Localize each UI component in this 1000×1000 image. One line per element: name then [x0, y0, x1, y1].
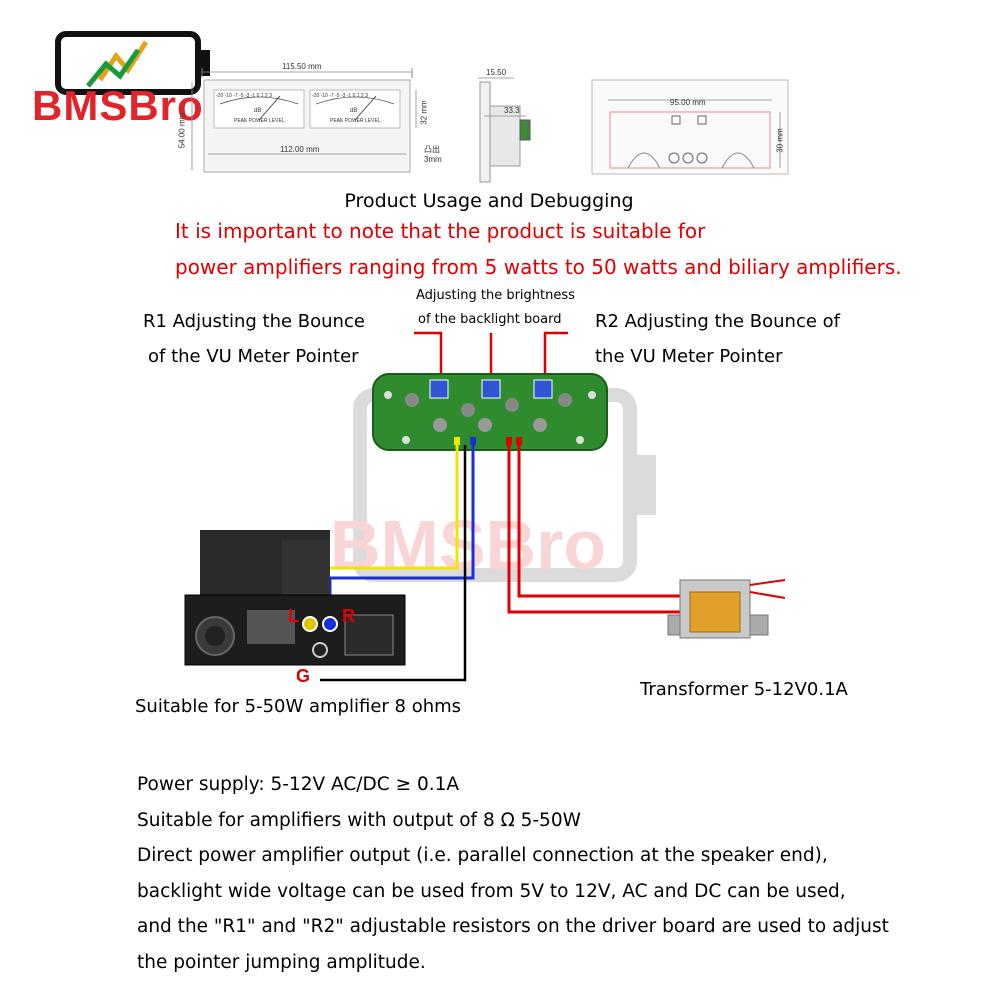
spec-line: Suitable for amplifiers with output of 8…: [137, 809, 581, 831]
side-depth-top: 15.50: [486, 68, 507, 77]
logo-text: BMSBro: [32, 82, 204, 129]
r2-label-line-1: R2 Adjusting the Bounce of: [595, 311, 840, 332]
meter-caption-left: PEAK POWER LEVEL: [234, 118, 285, 124]
meter-unit-right: dB: [350, 108, 358, 114]
spec-line: the pointer jumping amplitude.: [137, 951, 426, 973]
r1-label-line-2: of the VU Meter Pointer: [148, 346, 359, 367]
meter-scale-left: -20 -10 -7 -5 -3 -1 0 1 2 3: [216, 93, 272, 99]
spec-line: Power supply: 5-12V AC/DC ≥ 0.1A: [137, 774, 460, 795]
brand-logo: BMSBro: [28, 28, 228, 138]
back-width: 95.00 mm: [670, 98, 706, 107]
warning-line-2: power amplifiers ranging from 5 watts to…: [175, 255, 902, 279]
specs-block: Power supply: 5-12V AC/DC ≥ 0.1A Suitabl…: [137, 767, 889, 981]
spec-line: backlight wide voltage can be used from …: [137, 880, 846, 902]
brightness-label-line-1: Adjusting the brightness: [416, 288, 575, 303]
warning-line-1: It is important to note that the product…: [175, 219, 706, 243]
back-dimension-drawing: 95.00 mm 30 mm: [588, 78, 798, 178]
meter-unit-left: dB: [254, 108, 262, 114]
watermark-text: BMSBro: [330, 506, 607, 584]
amplifier-caption: Suitable for 5-50W amplifier 8 ohms: [135, 696, 462, 717]
side-dimension-drawing: 15.50 33.3: [460, 66, 560, 186]
meter-caption-right: PEAK POWER LEVEL: [330, 118, 381, 124]
pin-label-r: R: [342, 606, 355, 626]
watermark: BMSBro: [330, 385, 670, 595]
transformer-caption: Transformer 5-12V0.1A: [640, 679, 848, 700]
front-dimension-drawing: 115.50 mm -20 -10 -7 -5 -3 -1 0 1 2 3 -2…: [177, 60, 442, 180]
side-depth-mid: 33.3: [504, 106, 520, 115]
usage-heading: Product Usage and Debugging: [344, 190, 634, 212]
pin-label-g: G: [296, 666, 311, 686]
battery-logo-icon: [55, 31, 210, 95]
r2-label-line-2: the VU Meter Pointer: [595, 346, 783, 367]
brightness-label-line-2: of the backlight board: [418, 312, 562, 327]
wire-red: [507, 445, 700, 614]
pin-label-l: L: [288, 606, 299, 626]
amplifier: [184, 530, 406, 666]
front-protrusion: 凸出3mm: [424, 145, 442, 164]
r1-label-line-1: R1 Adjusting the Bounce: [143, 311, 365, 332]
front-width-bottom: 112.00 mm: [280, 145, 320, 154]
driver-board: [372, 373, 608, 451]
spec-line: and the "R1" and "R2" adjustable resisto…: [137, 916, 889, 938]
spec-line: Direct power amplifier output (i.e. para…: [137, 845, 828, 867]
meter-scale-right: -20 -10 -7 -5 -3 -1 0 1 2 3: [312, 93, 368, 99]
front-width-top: 115.50 mm: [282, 62, 322, 71]
transformer: [667, 579, 786, 639]
callout-arrows: [414, 331, 568, 380]
wire-black: [320, 445, 467, 682]
